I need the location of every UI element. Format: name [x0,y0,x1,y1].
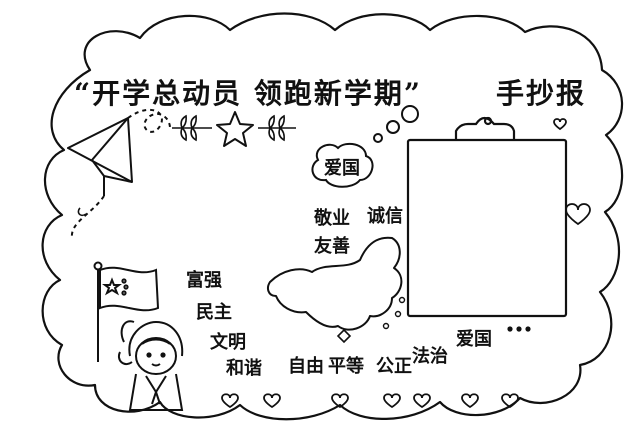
heart-icon [221,118,591,409]
poster-subtitle: 手抄报 [496,77,587,110]
value-row4: 公正 [376,356,412,377]
value-cloud: 爱国 [324,158,360,179]
value-row3: 平等 [328,356,364,377]
cloud-border [41,12,624,421]
dashed-trail-lower [70,195,105,239]
value-row5: 法治 [412,346,448,367]
value-mid1: 敬业 [314,208,350,229]
value-col1: 富强 [186,270,222,291]
value-col3: 文明 [210,332,246,353]
value-mid2: 诚信 [367,206,403,227]
value-row6: 爱国 [456,329,492,350]
paper-plane-icon [67,117,133,196]
speech-cloud-icon [311,105,419,188]
value-row1: 和谐 [226,358,262,379]
flag-icon [93,261,160,362]
star-icon [216,111,254,147]
value-col2: 民主 [196,302,232,323]
clipboard-icon [406,116,568,318]
dashed-trail [127,108,171,133]
value-row2: 自由 [288,356,324,377]
value-mid3: 友善 [314,236,350,257]
leaf-icon [172,114,296,142]
poster-title: “开学总动员 领跑新学期” [74,77,422,110]
student-girl-icon [118,320,184,411]
china-map-icon [267,236,403,331]
